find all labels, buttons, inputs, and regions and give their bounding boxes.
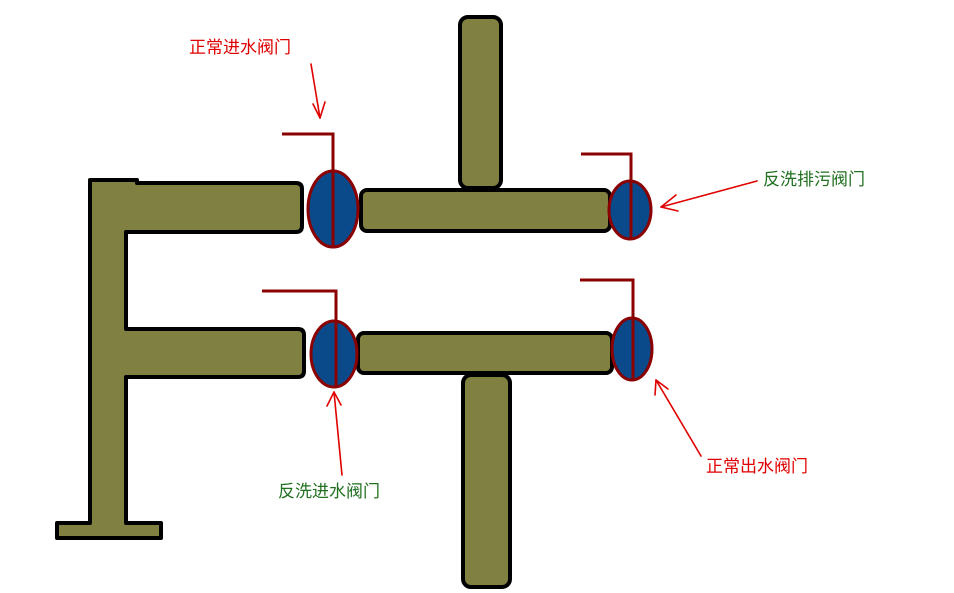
lower-vertical-pipe <box>461 373 512 589</box>
normal-outlet-valve[interactable] <box>580 278 654 382</box>
normal-inlet-valve[interactable] <box>282 132 360 249</box>
label-backwash-drain-valve: 反洗排污阀门 <box>763 170 865 190</box>
label-normal-inlet-valve: 正常进水阀门 <box>189 38 291 58</box>
label-backwash-inlet-valve: 反洗进水阀门 <box>278 482 380 502</box>
label-normal-outlet-valve: 正常出水阀门 <box>706 457 808 477</box>
callout-arrows <box>310 63 758 476</box>
pipe-network <box>55 15 614 589</box>
valve-handle <box>282 132 335 172</box>
labels: 正常进水阀门 反洗排污阀门 反洗进水阀门 正常出水阀门 <box>189 38 865 502</box>
valve-handle <box>262 289 338 321</box>
lower-horizontal-pipe <box>356 331 614 375</box>
f-shaped-pipe <box>55 178 306 540</box>
arrow-normal-inlet <box>310 63 326 119</box>
upper-vertical-pipe <box>458 15 503 190</box>
valve-body <box>309 319 359 389</box>
arrow-backwash-inlet <box>326 391 343 476</box>
valve-handle <box>580 278 635 318</box>
upper-horizontal-pipe <box>359 188 612 233</box>
backwash-inlet-valve[interactable] <box>262 289 359 389</box>
backwash-drain-valve[interactable] <box>581 152 653 241</box>
valve-handle <box>581 152 633 180</box>
arrow-normal-outlet <box>654 379 702 457</box>
arrow-backwash-drain <box>660 180 758 212</box>
valves <box>262 132 654 389</box>
